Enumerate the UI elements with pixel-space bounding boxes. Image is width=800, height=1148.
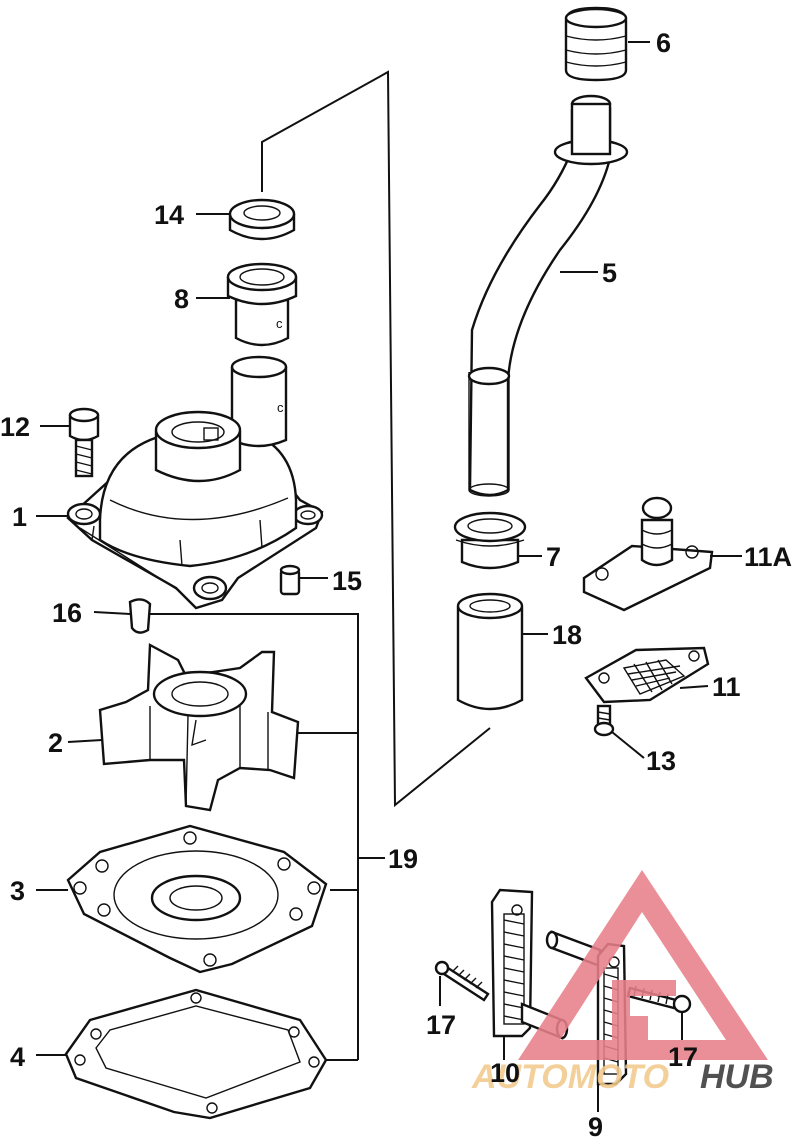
part-15-pin (279, 564, 301, 596)
watermark-text-automoto: AUTOMOTO (471, 1058, 669, 1096)
part-12-bolt (68, 407, 100, 478)
label-part-13: 13 (646, 746, 676, 776)
part-5-water-tube (467, 94, 629, 497)
part-1-pump-housing: c (66, 355, 324, 610)
part-17-screw-left (434, 960, 490, 1002)
watermark-triangle-icon (518, 870, 768, 1060)
label-part-10: 10 (490, 1058, 520, 1088)
label-part-7: 7 (546, 542, 561, 572)
part-8-seal-cup: c (226, 262, 298, 347)
label-part-5: 5 (602, 258, 617, 288)
leader-lines (36, 41, 742, 1112)
svg-text:c: c (277, 400, 284, 415)
label-part-3: 3 (10, 876, 25, 906)
part-2-impeller (98, 643, 300, 812)
part-7-grommet (453, 511, 527, 570)
part-6-grommet (564, 6, 628, 82)
label-part-1: 1 (12, 502, 27, 532)
label-part-11: 11 (712, 672, 741, 702)
label-part-2: 2 (48, 728, 63, 758)
label-part-18: 18 (552, 620, 582, 650)
part-10-anode-bar (490, 888, 534, 1038)
svg-text:c: c (276, 316, 283, 331)
kit-bracket-lines (148, 70, 491, 1061)
label-part-11a: 11A (744, 542, 792, 572)
part-11a-block (582, 496, 714, 612)
label-part-17-right: 17 (668, 1042, 698, 1072)
label-part-12: 12 (0, 412, 30, 442)
part-13-screw (593, 704, 615, 737)
label-part-8: 8 (174, 284, 189, 314)
label-part-9: 9 (588, 1112, 603, 1142)
callout-labels: 6 5 14 8 12 1 15 16 2 3 4 19 7 18 11A 11… (0, 28, 792, 1142)
label-part-16: 16 (52, 598, 82, 628)
part-3-wear-plate (66, 824, 328, 974)
part-18-sleeve (456, 592, 524, 711)
part-16-key (128, 598, 152, 634)
label-part-6: 6 (656, 28, 671, 58)
label-part-14: 14 (154, 200, 184, 230)
automotohub-watermark: AUTOMOTO HUB (471, 870, 774, 1096)
part-14-washer (228, 198, 296, 241)
watermark-text-hub: HUB (700, 1058, 774, 1096)
label-part-19: 19 (388, 844, 418, 874)
part-4-gasket (64, 988, 328, 1120)
part-11-screen (584, 646, 710, 704)
label-part-17-left: 17 (426, 1010, 456, 1040)
label-part-4: 4 (10, 1042, 25, 1072)
label-part-15: 15 (332, 566, 362, 596)
